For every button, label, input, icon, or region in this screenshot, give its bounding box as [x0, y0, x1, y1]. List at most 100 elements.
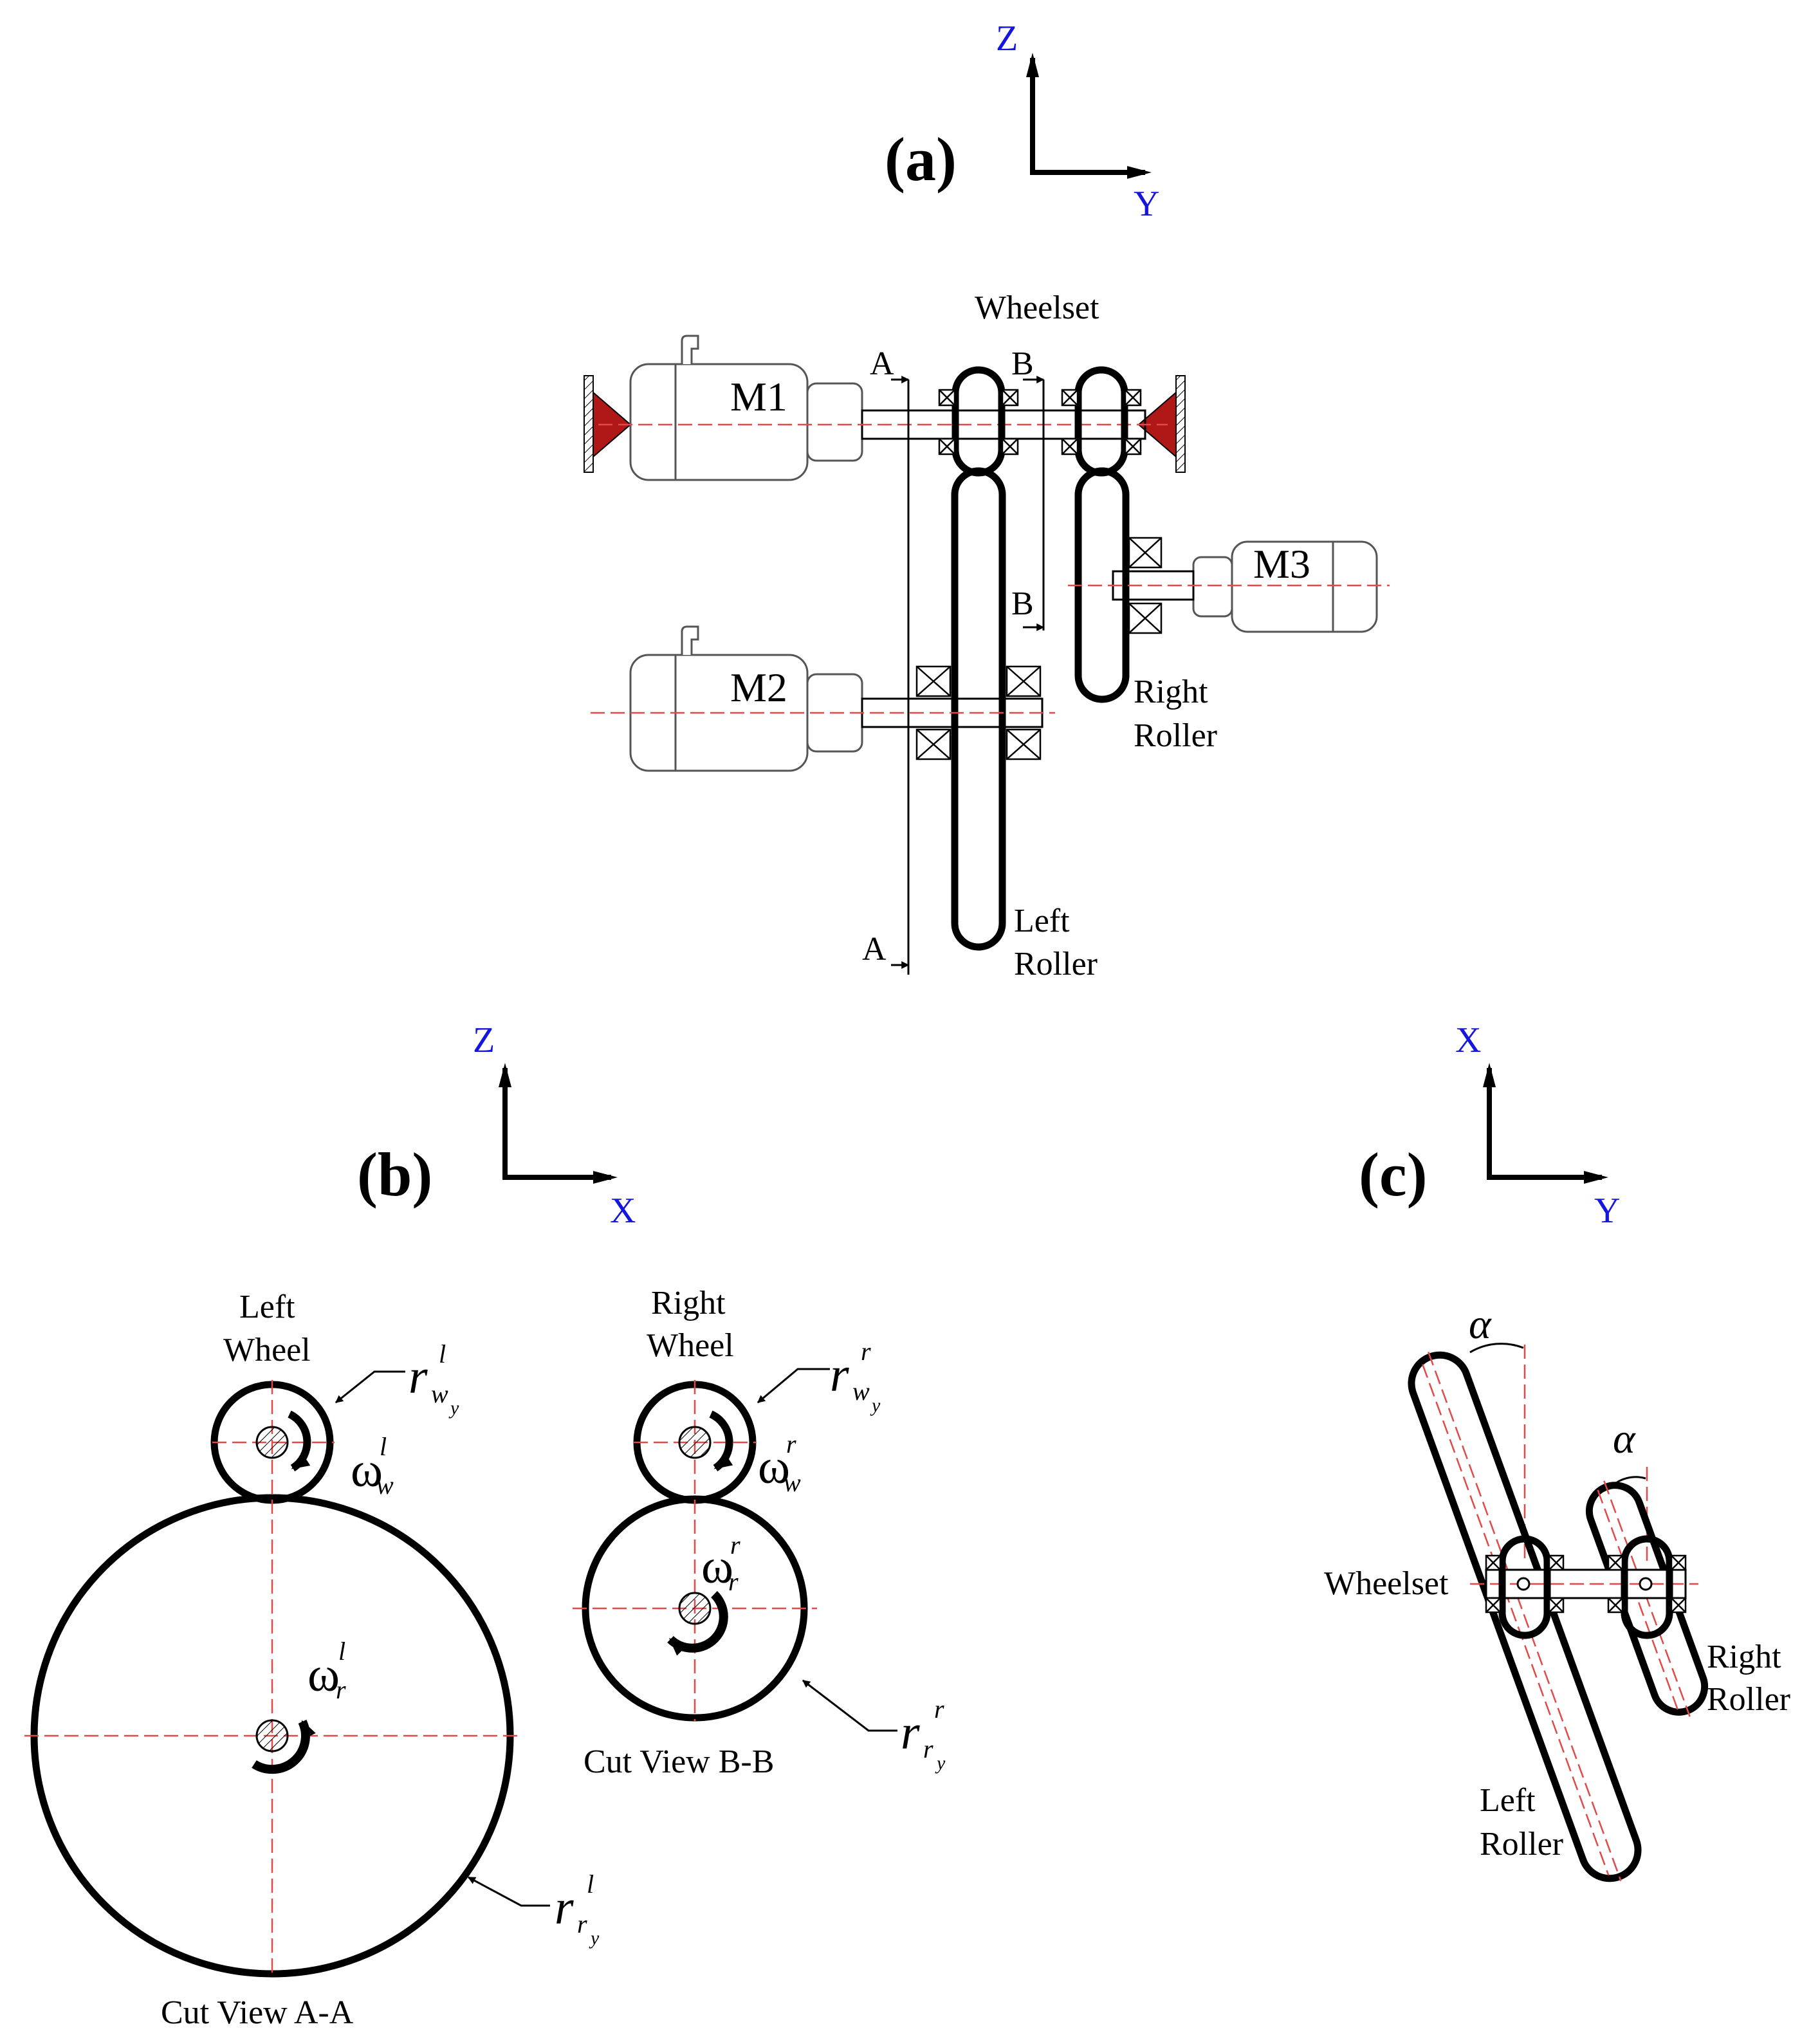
motor-m3: M3: [1192, 540, 1378, 633]
svg-text:r: r: [728, 1567, 739, 1596]
svg-text:w: w: [852, 1377, 870, 1406]
motor-m2: M2: [629, 625, 863, 772]
axis-z-label-a: Z: [996, 19, 1018, 59]
svg-text:l: l: [587, 1870, 594, 1899]
motor-m1: M1: [629, 335, 863, 481]
cut-view-a-label: Cut View A-A: [161, 1994, 354, 2031]
left-wheel-hub: [255, 1426, 289, 1459]
svg-text:α: α: [1469, 1301, 1492, 1348]
svg-text:l: l: [439, 1339, 446, 1368]
axis-x-label-b: X: [610, 1191, 636, 1231]
panel-b-label: (b): [357, 1140, 432, 1209]
axis-triad-a: Z Y: [996, 19, 1159, 224]
axle-bearings-c: [1485, 1554, 1687, 1614]
axis-y-label-c: Y: [1594, 1191, 1620, 1231]
svg-text:l: l: [338, 1637, 345, 1666]
contact-point-right: [1639, 1577, 1653, 1591]
right-wheel-hub: [678, 1426, 712, 1459]
section-a-line: A A: [862, 345, 910, 975]
svg-text:r: r: [901, 1706, 920, 1760]
right-roller-label-1-c: Right: [1707, 1639, 1781, 1675]
motor-m3-label: M3: [1253, 541, 1310, 587]
motor-m2-label: M2: [730, 665, 787, 710]
svg-text:r: r: [934, 1695, 944, 1724]
symbol-omega-r-r: ω r r: [701, 1531, 740, 1596]
axis-lines-c: [1487, 1068, 1602, 1180]
left-roller-label-2-c: Roller: [1480, 1826, 1563, 1863]
left-roller-label-1-a: Left: [1014, 903, 1070, 939]
symbol-omega-r-l: ω r l: [308, 1637, 346, 1704]
leader-r-wy-l: [335, 1370, 405, 1404]
left-wheel-a: [951, 366, 1006, 477]
right-wheel-rotation-arrow: [709, 1410, 733, 1472]
svg-text:r: r: [830, 1348, 849, 1402]
axis-lines-b: [502, 1068, 611, 1180]
left-roller-a: [951, 467, 1006, 951]
section-b-bottom-label: B: [1011, 585, 1034, 622]
contact-point-left: [1516, 1577, 1530, 1591]
wheelset-label-c: Wheelset: [1324, 1565, 1449, 1602]
svg-text:w: w: [376, 1471, 394, 1500]
symbol-omega-w-r: ω w r: [758, 1430, 801, 1497]
symbol-r-wy-l: r w y l: [409, 1339, 459, 1419]
panel-b: (b) Z X Left Wheel r w y l: [24, 1020, 946, 2031]
angle-alpha-left: α: [1469, 1301, 1526, 1563]
symbol-r-ry-l: r r y l: [555, 1870, 600, 1949]
svg-text:r: r: [786, 1430, 796, 1458]
axis-y-label-a: Y: [1134, 184, 1159, 224]
left-wheel-c: [1498, 1535, 1551, 1639]
svg-text:ω: ω: [701, 1540, 733, 1594]
axis-triad-c: X Y: [1455, 1020, 1620, 1231]
left-roller-rotation-arrow: [252, 1720, 316, 1774]
section-a-bottom-label: A: [862, 931, 887, 968]
axis-z-label-b: Z: [473, 1020, 495, 1060]
svg-text:r: r: [409, 1350, 428, 1404]
right-roller-hub: [678, 1592, 712, 1625]
section-b-top-label: B: [1011, 345, 1034, 382]
right-wheel-c: [1621, 1535, 1673, 1639]
svg-text:r: r: [555, 1881, 574, 1935]
right-wheel-label-2: Wheel: [647, 1327, 734, 1364]
left-wheel-rotation-arrow: [288, 1410, 311, 1472]
m3-bearings: [1128, 537, 1163, 634]
panel-a: (a) Z Y Wheelset M1: [584, 19, 1390, 982]
right-roller-label-2-a: Roller: [1134, 717, 1217, 754]
right-roller-rotation-arrow: [667, 1590, 728, 1656]
axis-triad-b: Z X: [473, 1020, 636, 1231]
svg-text:w: w: [784, 1468, 801, 1497]
axle-bearings: [938, 389, 1142, 455]
svg-text:w: w: [431, 1379, 448, 1408]
svg-text:r: r: [336, 1675, 346, 1704]
right-wheel-a: [1074, 366, 1128, 477]
symbol-r-ry-r: r r y r: [901, 1695, 946, 1774]
leader-r-ry-l: [467, 1876, 550, 1907]
left-roller-hub: [255, 1719, 289, 1752]
left-roller-label-2-a: Roller: [1014, 946, 1098, 982]
right-wheel-label-1: Right: [651, 1285, 726, 1321]
axis-lines-a: [1030, 58, 1145, 175]
leader-r-ry-r: [802, 1679, 897, 1732]
panel-a-label: (a): [885, 125, 957, 194]
leader-r-wy-r: [757, 1368, 830, 1404]
svg-text:y: y: [589, 1927, 600, 1949]
svg-text:ω: ω: [351, 1443, 383, 1497]
section-b-line: B B: [1011, 345, 1045, 631]
svg-text:r: r: [730, 1531, 740, 1559]
panel-c: (c) X Y α α: [1324, 1020, 1790, 1882]
wheelset-label-a: Wheelset: [975, 290, 1099, 326]
svg-text:y: y: [448, 1397, 459, 1419]
left-roller-label-1-c: Left: [1480, 1782, 1536, 1819]
svg-text:α: α: [1613, 1415, 1636, 1462]
right-roller-label-1-a: Right: [1134, 674, 1208, 710]
svg-text:y: y: [870, 1395, 881, 1416]
m2-bearings: [915, 665, 1042, 760]
svg-text:r: r: [577, 1909, 587, 1938]
panel-c-label: (c): [1359, 1140, 1428, 1209]
symbol-omega-w-l: ω w l: [351, 1432, 394, 1500]
svg-text:l: l: [380, 1432, 387, 1461]
right-roller-label-2-c: Roller: [1707, 1681, 1790, 1718]
svg-text:r: r: [861, 1337, 871, 1366]
section-a-top-label: A: [870, 345, 894, 382]
axis-x-label-c: X: [1455, 1020, 1481, 1060]
